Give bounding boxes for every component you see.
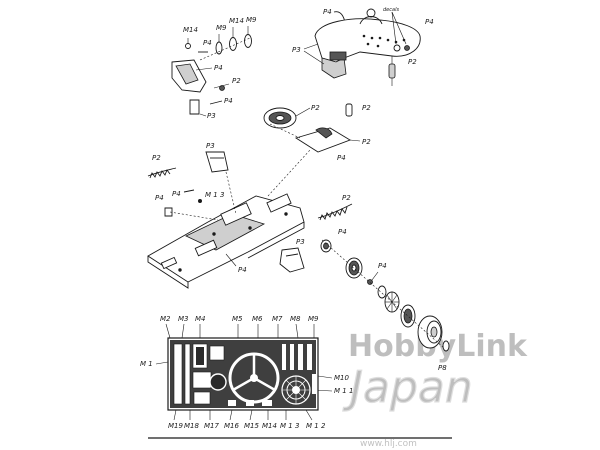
label-m18: M18: [184, 422, 199, 430]
exhaust-part: [388, 63, 396, 79]
label-p3-seat2: P3: [296, 238, 305, 246]
headlight-part: [393, 44, 401, 52]
fret-strip-part: [312, 374, 316, 394]
label-p2-spring: P2: [152, 154, 161, 162]
label-p2-d: P2: [362, 138, 371, 146]
shell-rivets: [362, 34, 406, 48]
label-m6: M6: [252, 315, 263, 323]
nut-part: [219, 85, 225, 91]
fret-fan-part: [281, 375, 311, 405]
label-m14-b: M14: [229, 17, 244, 25]
chassis-group: P4: [147, 149, 311, 289]
label-m11: M 1 1: [334, 387, 353, 395]
label-m14: M14: [262, 422, 277, 430]
label-m12: M 1 2: [306, 422, 326, 430]
label-m3: M3: [178, 315, 189, 323]
label-m19: M19: [168, 422, 183, 430]
photo-etch-fret: M2 M3 M4 M5 M6 M7 M8 M9 M 1 M10 M 1 1 M1…: [140, 315, 353, 430]
grille-part: [329, 51, 347, 61]
label-p2-a: P2: [232, 77, 241, 85]
label-p4-axle: P4: [378, 262, 387, 270]
ring-part: [215, 41, 223, 55]
clip-part: [164, 207, 173, 217]
ring-part: [244, 34, 252, 48]
label-m10: M10: [334, 374, 349, 382]
crossmember-part: [266, 193, 292, 213]
label-m17: M17: [204, 422, 219, 430]
label-m16: M16: [224, 422, 239, 430]
label-p4-top: P4: [323, 8, 332, 16]
ring-part: [229, 37, 237, 51]
fret-grille-part: [209, 345, 225, 361]
label-p8: P8: [438, 364, 447, 372]
spacer-part: [377, 285, 387, 299]
label-m5: M5: [232, 315, 243, 323]
label-p3-a: P3: [207, 112, 216, 120]
fret-strip-part: [298, 344, 303, 370]
seat-part-b: [279, 247, 305, 273]
label-p4-chassis: P4: [238, 266, 247, 274]
suspension-parts-group: M14 M9 M14 M9 P4 P4 P2 P4 P3: [171, 16, 257, 120]
label-m9: M9: [308, 315, 319, 323]
crossmember-part: [220, 202, 252, 226]
figure-head-part: [366, 8, 376, 18]
label-p3-seat: P3: [206, 142, 215, 150]
label-m8: M8: [290, 315, 301, 323]
cylinder-part: [345, 103, 353, 117]
body-shell-group: P4 decals P4 P3 P2: [292, 7, 434, 86]
watermark-sub: Japan: [342, 362, 473, 413]
label-m2: M2: [160, 315, 171, 323]
label-p4-hub: P4: [338, 228, 347, 236]
label-p4-a: P4: [203, 39, 212, 47]
label-p2-c: P2: [362, 104, 371, 112]
label-p2-shell: P2: [408, 58, 417, 66]
label-m13: M 1 3: [205, 191, 224, 199]
label-p4-shell: P4: [425, 18, 434, 26]
watermark-url: www.hlj.com: [360, 439, 417, 449]
pin-part: [185, 43, 191, 49]
headlight-part: [404, 45, 410, 51]
label-decals: decals: [383, 7, 399, 13]
wheel-assembly-group: P4 P4 P8: [320, 228, 450, 372]
mount-part: [189, 99, 200, 115]
label-m13-b: M 1 3: [280, 422, 299, 430]
label-p4-b: P4: [214, 64, 223, 72]
exhaust-group: P2 P3: [279, 194, 353, 273]
label-m4: M4: [195, 315, 206, 323]
label-m9-b: M9: [246, 16, 257, 24]
fret-strip-part: [282, 344, 286, 370]
fret-strip-part: [307, 344, 312, 370]
label-m1: M 1: [140, 360, 153, 368]
fret-strip-part: [184, 343, 191, 405]
label-p2-exhaust: P2: [342, 194, 351, 202]
fret-strip-part: [173, 343, 183, 405]
label-p3-shell: P3: [292, 46, 301, 54]
fret-gauge-part: [209, 373, 227, 391]
label-p2-b: P2: [311, 104, 320, 112]
label-m9-a: M9: [216, 24, 227, 32]
fret-plate-part: [192, 371, 212, 389]
exhaust-pipe-part: [317, 203, 353, 219]
crossmember-part: [194, 239, 218, 257]
spare-wheel-group: P2 P2 P2 P4: [263, 103, 371, 162]
label-p4-plate: P4: [337, 154, 346, 162]
valve-part: [442, 340, 450, 352]
body-shell-lower: [321, 57, 347, 79]
seat-group: P3 P2 P4 M 1 3 P4: [147, 142, 229, 217]
label-m15: M15: [244, 422, 259, 430]
label-m7: M7: [272, 315, 283, 323]
label-p4-c: P4: [224, 97, 233, 105]
label-m14-top: M14: [183, 26, 198, 34]
fret-plate-part: [193, 391, 211, 405]
fret-strip-part: [290, 344, 294, 370]
label-p4-pin: P4: [172, 190, 181, 198]
seat-part: [205, 151, 229, 173]
label-p4-side: P4: [155, 194, 164, 202]
axle-nut-part: [367, 279, 373, 285]
